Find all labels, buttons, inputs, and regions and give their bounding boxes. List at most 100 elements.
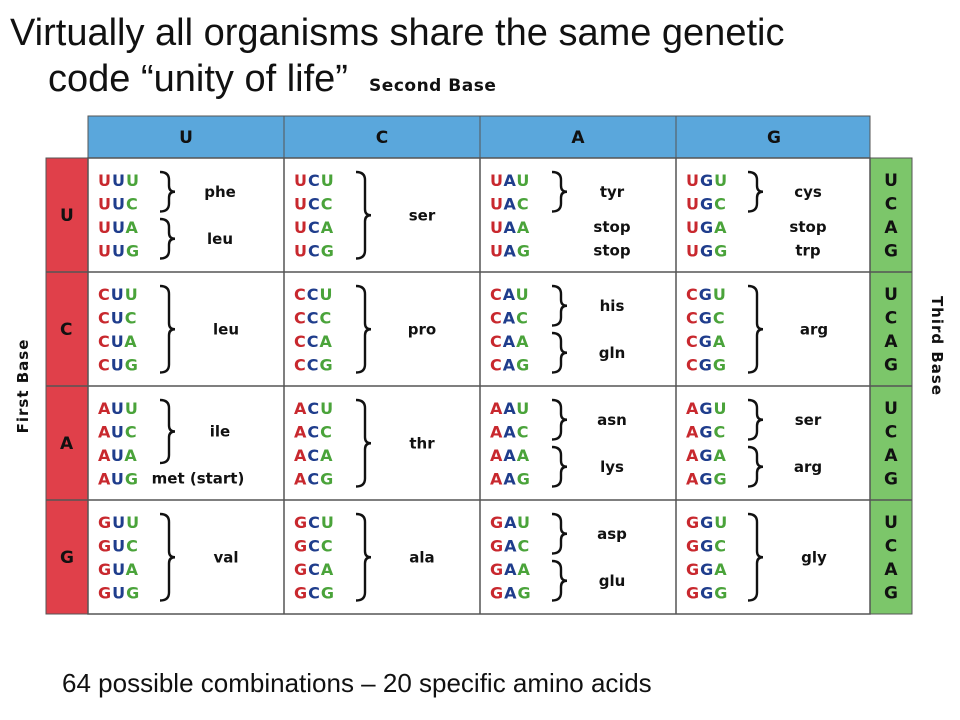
codon-base: C xyxy=(308,195,321,214)
codon-base: C xyxy=(321,537,334,556)
codon-base: U xyxy=(516,399,530,418)
codon: GGC xyxy=(686,537,727,556)
codon-base: U xyxy=(517,513,531,532)
codon-base: C xyxy=(308,584,321,603)
codon-base: C xyxy=(713,309,726,328)
codon-base: U xyxy=(111,470,125,489)
brace xyxy=(159,284,176,374)
codon-base: A xyxy=(124,332,137,351)
codon: ACA xyxy=(294,446,334,465)
codon-base: C xyxy=(126,537,139,556)
third-base-g: G xyxy=(884,242,898,262)
third-base-a: A xyxy=(884,446,898,466)
codon-base: U xyxy=(320,399,334,418)
amino-acid-label: met (start) xyxy=(152,470,245,488)
codon: GCU xyxy=(294,513,335,532)
codon-base: C xyxy=(308,513,321,532)
codon-base: G xyxy=(686,513,700,532)
slide-title: Virtually all organisms share the same g… xyxy=(10,10,950,109)
codon-base: C xyxy=(294,356,307,375)
codon-base: G xyxy=(686,584,700,603)
codon-base: U xyxy=(713,285,727,304)
codon: AAC xyxy=(490,423,530,442)
codon-base: A xyxy=(686,399,699,418)
codon-base: A xyxy=(713,332,726,351)
third-base-c: C xyxy=(885,423,897,443)
brace xyxy=(355,284,372,374)
brace xyxy=(747,284,764,374)
codon-base: A xyxy=(504,560,517,579)
amino-acid-label: arg xyxy=(794,458,822,476)
codon-base: C xyxy=(490,285,503,304)
codon-base: C xyxy=(125,423,138,442)
codon-base: U xyxy=(686,195,700,214)
brace xyxy=(747,170,764,213)
codon-base: U xyxy=(714,171,728,190)
brace xyxy=(747,445,764,488)
codon-base: A xyxy=(124,446,137,465)
codon: UCA xyxy=(294,218,334,237)
codon-base: U xyxy=(294,242,308,261)
codon: CGU xyxy=(686,285,727,304)
third-base-u: U xyxy=(884,285,898,305)
codon: UCU xyxy=(294,171,335,190)
third-base-u: U xyxy=(884,513,898,533)
codon-base: C xyxy=(98,285,111,304)
codon-base: U xyxy=(98,218,112,237)
codon-base: C xyxy=(320,309,333,328)
codon-base: G xyxy=(699,399,713,418)
codon: UUG xyxy=(98,242,140,261)
codon-base: U xyxy=(126,513,140,532)
footer-caption: 64 possible combinations – 20 specific a… xyxy=(62,668,652,698)
codon-base: A xyxy=(294,470,307,489)
codon-base: G xyxy=(714,242,728,261)
codon-base: G xyxy=(700,218,714,237)
amino-acid-label: asp xyxy=(597,525,627,543)
codon-base: A xyxy=(503,309,516,328)
amino-acid-label: ala xyxy=(409,548,434,566)
codon-base: G xyxy=(699,470,713,489)
codon-base: U xyxy=(294,218,308,237)
codon-base: C xyxy=(307,285,320,304)
codon-base: C xyxy=(686,332,699,351)
codon: AGG xyxy=(686,470,728,489)
amino-acid-label: gly xyxy=(801,548,827,566)
codon-base: G xyxy=(700,537,714,556)
codon-base: U xyxy=(686,218,700,237)
codon-base: G xyxy=(126,242,140,261)
codon: AGA xyxy=(686,446,727,465)
codon-base: U xyxy=(112,218,126,237)
title-line-2: code “unity of life” xyxy=(48,58,348,100)
codon-base: G xyxy=(517,242,531,261)
third-base-u: U xyxy=(884,399,898,419)
codon: UGC xyxy=(686,195,727,214)
codon-base: U xyxy=(112,537,126,556)
codon-base: A xyxy=(98,446,111,465)
codon-base: C xyxy=(294,309,307,328)
amino-acid-label: lys xyxy=(600,458,624,476)
codon-base: G xyxy=(699,309,713,328)
brace xyxy=(355,170,372,260)
third-base-axis-label: Third Base xyxy=(928,296,946,396)
codon-base: U xyxy=(490,195,504,214)
codon: CUC xyxy=(98,309,138,328)
codon-base: U xyxy=(490,171,504,190)
codon-base: U xyxy=(111,332,125,351)
codon-base: U xyxy=(112,584,126,603)
codon-base: C xyxy=(686,285,699,304)
brace xyxy=(159,512,176,602)
amino-acid-label: trp xyxy=(795,242,821,260)
codon-base: U xyxy=(125,285,139,304)
codon-base: G xyxy=(321,242,335,261)
codon: CGC xyxy=(686,309,726,328)
title-line-1: Virtually all organisms share the same g… xyxy=(10,12,785,54)
codon-base: C xyxy=(686,309,699,328)
codon-base: G xyxy=(98,513,112,532)
